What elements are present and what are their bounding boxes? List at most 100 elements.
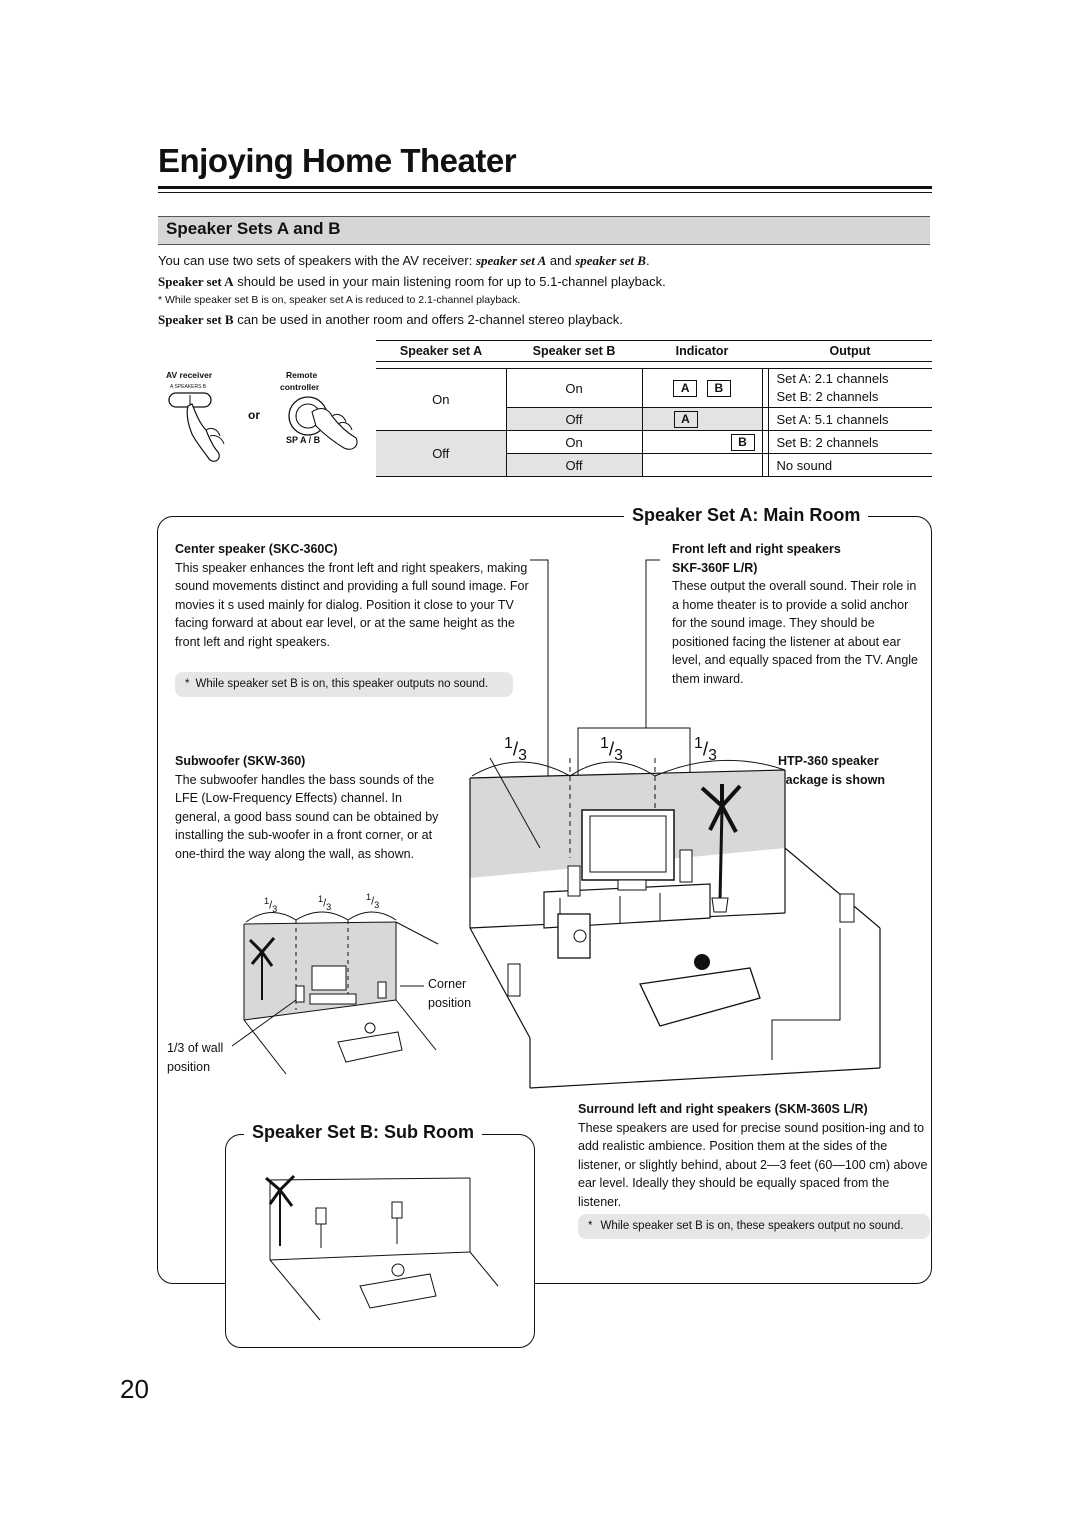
av-receiver-label: AV receiver [166, 370, 213, 380]
sub-room-left-speaker-icon [315, 1207, 327, 1225]
htp-line-2: package is shown [778, 772, 885, 787]
wall-line-1: 1/3 of wall [167, 1041, 224, 1055]
htp-line-1: HTP-360 speaker [778, 754, 879, 768]
table-row: Off A Set A: 5.1 channels [376, 407, 932, 431]
cell-indicator: B [642, 430, 763, 454]
surround-left-speaker-icon [507, 963, 521, 997]
page-number: 20 [120, 1374, 149, 1404]
indicator-b: B [730, 433, 755, 451]
remote-label-1: Remote [286, 370, 318, 380]
surround-leader-line [771, 928, 841, 1060]
third-label-2: 1/3 [600, 735, 623, 765]
table-header-row: Speaker set A Speaker set B Indicator Ou… [376, 340, 932, 362]
or-label: or [248, 408, 260, 422]
indicator-b: B [706, 379, 731, 397]
intro-set-a: speaker set A [475, 253, 547, 268]
cell-indicator [642, 453, 763, 477]
sp-ab-label: SP A / B [286, 435, 321, 445]
center-speaker-block: Center speaker (SKC-360C) This speaker e… [175, 540, 530, 651]
set-b-text: can be used in another room and offers 2… [233, 312, 623, 327]
corner-line-2: position [428, 995, 472, 1010]
title-rule [158, 186, 932, 189]
cell-b: Off [506, 453, 643, 477]
set-a-bold: Speaker set A [158, 274, 234, 289]
speaker-set-table: Speaker set A Speaker set B Indicator Ou… [376, 340, 932, 477]
center-note-text: While speaker set B is on, this speaker … [195, 678, 489, 690]
surround-note-text: While speaker set B is on, these speaker… [600, 1220, 904, 1232]
header-set-a: Speaker set A [376, 340, 506, 362]
subwoofer-block: Subwoofer (SKW-360) The subwoofer handle… [175, 752, 445, 863]
corner-position-label: Corner position [428, 975, 471, 1012]
surround-note: *While speaker set B is on, these speake… [578, 1214, 930, 1239]
small-tv-icon [311, 965, 347, 991]
cell-indicator: A B [642, 368, 763, 408]
main-room-heading: Speaker Set A: Main Room [624, 505, 869, 526]
intro-and: and [546, 253, 576, 268]
couch-icon [639, 967, 761, 1027]
corner-line-1: Corner [428, 977, 467, 991]
surround-title: Surround left and right speakers (SKM-36… [578, 1102, 868, 1116]
htp-label: HTP-360 speaker package is shown [778, 752, 885, 789]
small-subwoofer-icon [295, 985, 305, 1003]
front-speakers-block: Front left and right speakers SKF-360F L… [672, 540, 922, 688]
center-speaker-note: *While speaker set B is on, this speaker… [175, 672, 513, 697]
sub-room-illustration [265, 1174, 499, 1321]
center-leader-line [530, 559, 549, 848]
front-title-1: Front left and right speakers [672, 542, 841, 556]
small-third-1: 1/3 [264, 896, 278, 914]
surround-right-speaker-icon [839, 893, 855, 923]
remote-label-2: controller [280, 382, 320, 392]
header-output: Output [768, 340, 932, 362]
table-row: Off No sound [376, 453, 932, 477]
cell-b: On [506, 368, 643, 408]
header-indicator: Indicator [642, 340, 762, 362]
cell-output: Set B: 2 channels [776, 434, 879, 450]
sub-room-couch-icon [359, 1273, 437, 1309]
cell-indicator: A [642, 407, 763, 431]
cell-output: Set A: 2.1 channels Set B: 2 channels [768, 369, 932, 408]
receiver-button-hand-icon [168, 392, 225, 462]
cell-b: Off [506, 407, 643, 431]
third-label-1: 1/3 [504, 735, 527, 765]
cell-output: No sound [768, 453, 932, 477]
small-third-3: 1/3 [366, 892, 380, 910]
speakers-switch-label: A SPEAKERS B [170, 384, 207, 390]
section-title: Speaker Sets A and B [166, 219, 341, 238]
output-line-2: Set B: 2 channels [776, 389, 879, 404]
intro-end: . [645, 253, 650, 268]
title-rule-thin [158, 192, 932, 193]
listener-icon [694, 954, 710, 970]
wall-line-2: position [167, 1059, 211, 1074]
intro-line: You can use two sets of speakers with th… [158, 252, 650, 269]
set-a-line: Speaker set A should be used in your mai… [158, 273, 666, 290]
output-line-1: Set A: 2.1 channels [776, 371, 889, 386]
front-title-2: SKF-360F L/R) [672, 560, 758, 575]
main-room-illustration [469, 559, 881, 1089]
surround-text: These speakers are used for precise soun… [578, 1120, 928, 1209]
front-left-speaker-icon [567, 865, 581, 897]
indicator-a: A [673, 379, 698, 397]
table-row: Off On B Set B: 2 channels [376, 430, 932, 477]
cell-b: On [506, 430, 643, 454]
cell-a-on: On [376, 368, 507, 431]
small-speaker-icon [377, 981, 387, 999]
table-row: On On A B Set A: 2.1 channels Set B: 2 c… [376, 368, 932, 431]
front-speakers-text: These output the overall sound. Their ro… [672, 579, 918, 686]
front-right-speaker-icon [679, 849, 693, 883]
subwoofer-placement-illustration [231, 911, 439, 1075]
header-set-b: Speaker set B [506, 340, 642, 362]
section-bar [158, 216, 930, 245]
center-speaker-title: Center speaker (SKC-360C) [175, 542, 338, 556]
page-title: Enjoying Home Theater [158, 142, 517, 179]
set-a-text: should be used in your main listening ro… [233, 274, 666, 289]
small-couch-icon [337, 1031, 403, 1063]
sub-room-right-speaker-icon [391, 1201, 403, 1219]
subwoofer-title: Subwoofer (SKW-360) [175, 754, 306, 768]
cell-output: Set A: 5.1 channels [768, 407, 932, 431]
intro-text: You can use two sets of speakers with th… [158, 253, 476, 268]
subwoofer-text: The subwoofer handles the bass sounds of… [175, 772, 439, 861]
surround-block: Surround left and right speakers (SKM-36… [578, 1100, 930, 1211]
center-speaker-text: This speaker enhances the front left and… [175, 560, 529, 649]
sub-room-frame [225, 1134, 535, 1348]
sub-room-heading: Speaker Set B: Sub Room [244, 1122, 483, 1143]
